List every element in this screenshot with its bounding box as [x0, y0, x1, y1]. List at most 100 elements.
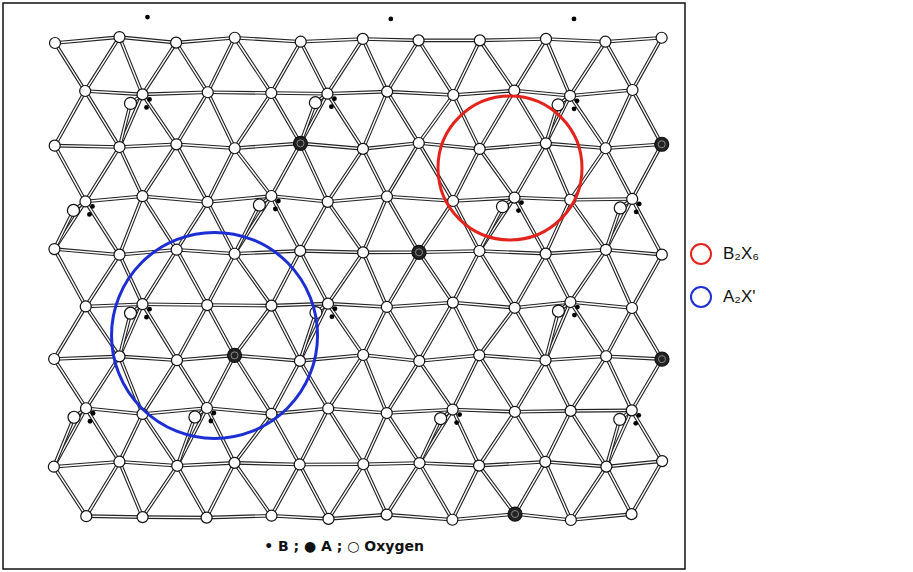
- bond-line: [300, 143, 327, 201]
- legend-text: A₂X': [723, 287, 756, 307]
- bond-line: [328, 149, 363, 202]
- bond-line: [119, 94, 142, 147]
- bond-core: [571, 514, 632, 520]
- bond-core: [54, 359, 86, 408]
- bond-line: [480, 40, 514, 90]
- bond-core: [419, 252, 453, 302]
- bond-core: [605, 38, 661, 42]
- bond-line: [420, 463, 453, 520]
- bond-core: [480, 40, 514, 90]
- bond-core: [632, 38, 661, 90]
- bond-core: [606, 199, 632, 250]
- bond-core: [606, 308, 632, 356]
- bond-line: [545, 311, 558, 360]
- oxygen-atom: [202, 300, 213, 311]
- b-atom: [575, 305, 580, 310]
- oxygen-atom: [137, 89, 148, 100]
- bond-line: [479, 251, 545, 254]
- bond-line: [177, 305, 207, 360]
- bond-core: [479, 412, 515, 466]
- bond-core: [235, 148, 272, 196]
- bond-line: [363, 464, 386, 514]
- oxygen-atom: [172, 460, 183, 471]
- bond-line: [235, 143, 301, 148]
- bond-line: [453, 198, 514, 201]
- oxygen-atom: [540, 355, 551, 366]
- bond-line: [571, 467, 607, 520]
- bond-core: [453, 303, 479, 356]
- bond-line: [387, 413, 420, 463]
- oxygen-atom: [295, 245, 306, 256]
- bond-core: [514, 91, 570, 96]
- oxygen-atom: [67, 204, 79, 216]
- oxygen-atom: [266, 510, 277, 521]
- bond-line: [207, 148, 234, 202]
- bond-line: [176, 144, 207, 202]
- bond-line: [328, 355, 363, 408]
- oxygen-atom: [565, 90, 576, 101]
- bond-core: [545, 462, 571, 520]
- bond-core: [271, 93, 300, 143]
- bond-core: [271, 361, 299, 414]
- bond-core: [328, 304, 387, 307]
- bond-line: [271, 516, 328, 519]
- bond-line: [85, 91, 142, 94]
- bond-core: [207, 304, 271, 306]
- oxygen-atom: [229, 457, 240, 468]
- bond-core: [207, 202, 234, 254]
- bond-line: [605, 38, 661, 42]
- oxygen-atom: [413, 138, 424, 149]
- bond-core: [55, 43, 85, 91]
- bond-line: [605, 42, 632, 90]
- b-atom: [572, 106, 577, 111]
- bond-core: [606, 90, 633, 148]
- bond-line: [119, 250, 176, 255]
- bond-core: [119, 94, 142, 147]
- bond-line: [515, 412, 545, 462]
- bond-line: [177, 250, 207, 305]
- bond-line: [176, 38, 235, 43]
- bond-core: [119, 414, 142, 462]
- bond-line: [363, 413, 386, 464]
- bond-core: [177, 466, 206, 518]
- b-atom: [273, 207, 278, 212]
- bond-core: [271, 92, 327, 94]
- bond-line: [55, 37, 119, 43]
- bond-line: [420, 419, 441, 464]
- b-atom: [332, 96, 337, 101]
- bond-line: [453, 303, 515, 308]
- bond-core: [143, 304, 177, 360]
- oxygen-atom: [509, 406, 520, 417]
- bond-core: [119, 356, 176, 360]
- bond-line: [177, 355, 235, 360]
- bond-core: [515, 308, 546, 361]
- oxygen-atom: [80, 86, 91, 97]
- bond-core: [85, 196, 142, 201]
- bond-line: [545, 360, 570, 411]
- bond-core: [235, 254, 272, 306]
- bond-line: [419, 39, 480, 43]
- bond-core: [329, 464, 364, 519]
- bond-core: [176, 38, 235, 43]
- bond-core: [327, 94, 363, 149]
- bond-line: [453, 40, 479, 95]
- bond-core: [479, 251, 514, 308]
- bond-line: [453, 251, 480, 303]
- oxygen-atom: [381, 509, 392, 520]
- b-atom: [516, 208, 521, 213]
- bond-core: [480, 149, 515, 198]
- bond-line: [119, 255, 142, 305]
- bond-core: [54, 462, 120, 467]
- bond-core: [363, 39, 387, 92]
- bond-core: [271, 306, 299, 361]
- bond-line: [143, 466, 178, 517]
- bond-line: [271, 306, 299, 361]
- bond-core: [300, 408, 329, 464]
- bond-core: [235, 251, 301, 254]
- bond-core: [606, 250, 662, 255]
- bond-line: [632, 410, 662, 461]
- bond-core: [571, 410, 632, 412]
- b-atom: [519, 200, 524, 205]
- bond-line: [387, 143, 419, 197]
- bond-line: [235, 254, 272, 306]
